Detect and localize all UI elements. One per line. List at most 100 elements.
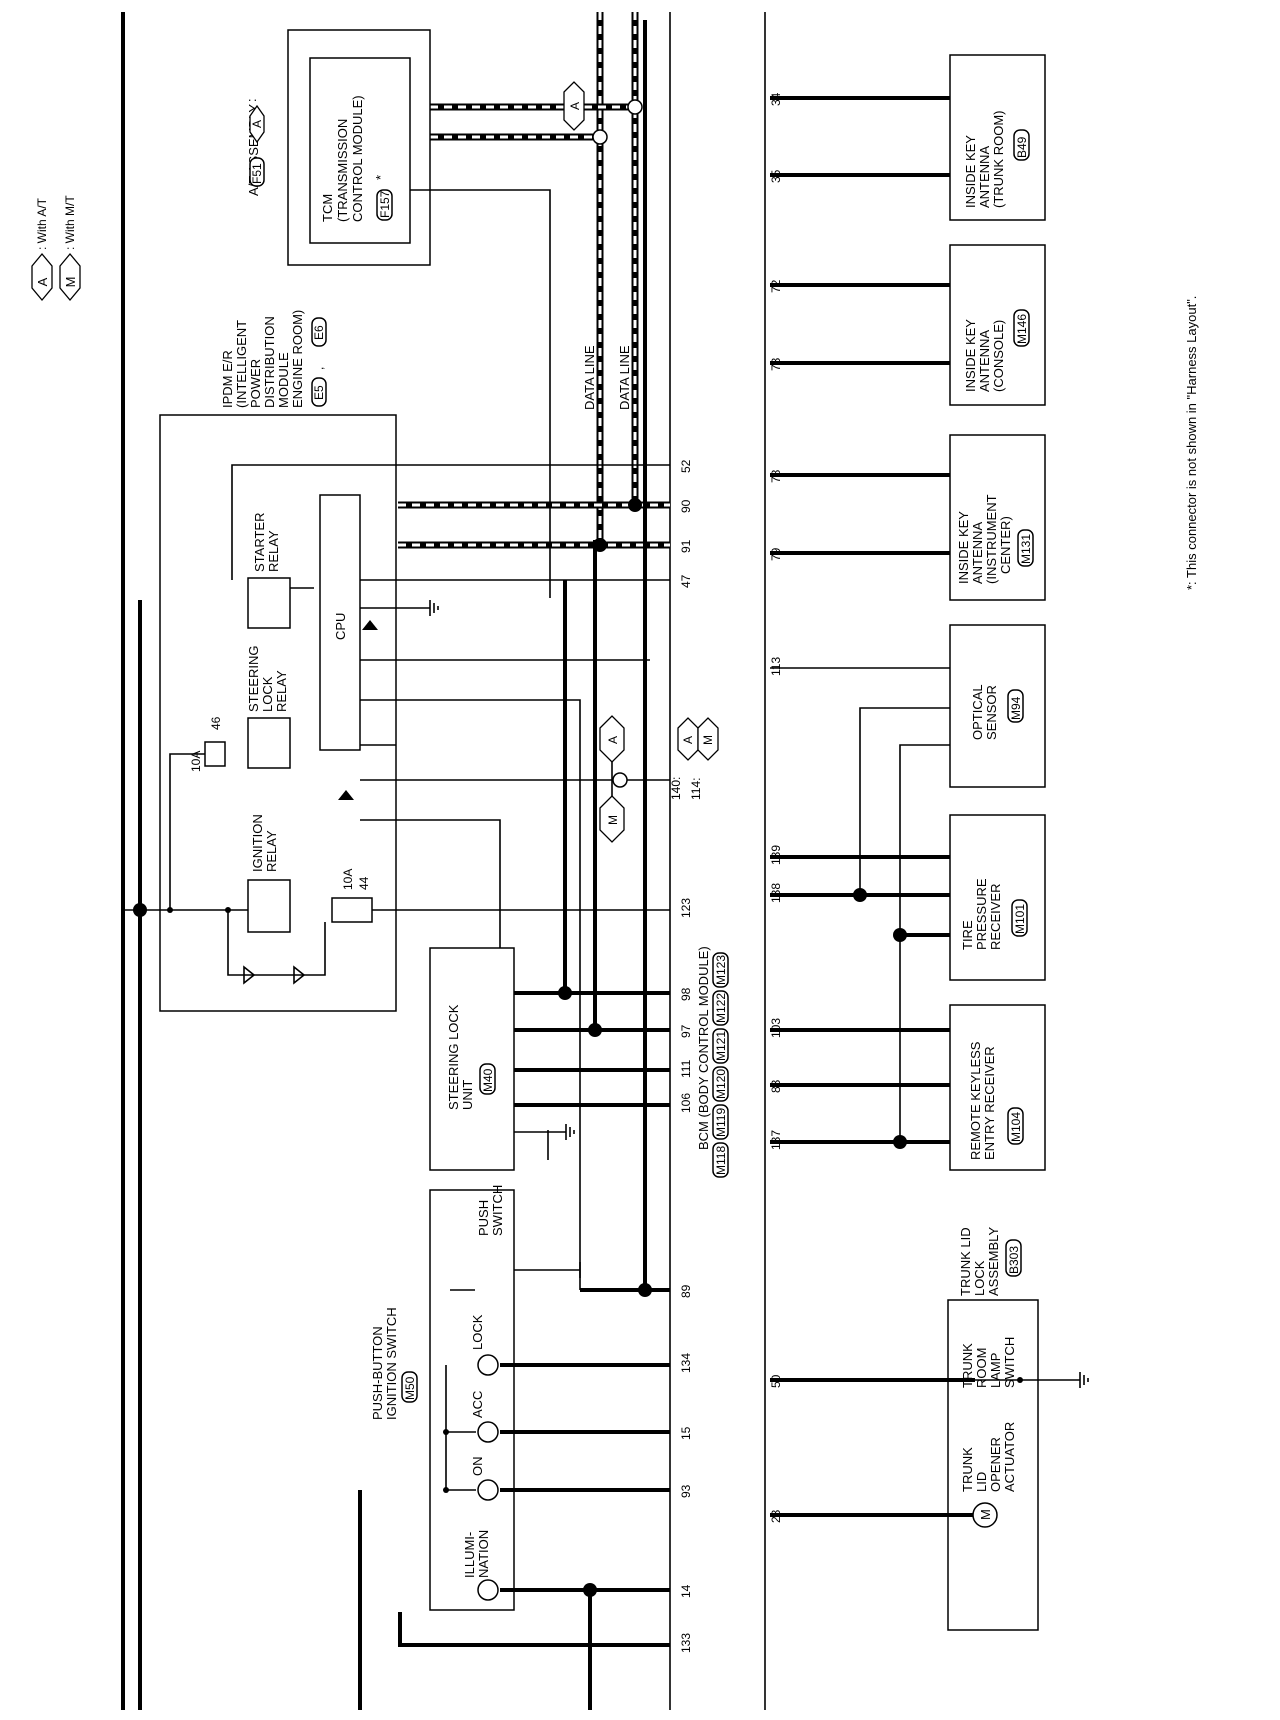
svg-text:46: 46 [209,716,223,730]
bcm-pin-top: 97 [679,1024,693,1038]
legend-at-code: A [35,277,50,286]
svg-text:ANTENNA: ANTENNA [977,146,992,208]
bcm-pin-top: 14 [679,1584,693,1598]
svg-text:TIRE: TIRE [960,920,975,950]
tcm-line-3: CONTROL MODULE) [350,95,365,222]
optical-sensor: OPTICAL SENSOR M94 [770,624,1046,1142]
inside-key-antenna-trunk: INSIDE KEY ANTENNA (TRUNK ROOM) B49 [770,54,1046,221]
bcm-connector: M120 [714,1069,728,1099]
bcm-connector: M121 [714,1031,728,1061]
svg-text:SWITCH: SWITCH [490,1185,505,1236]
remote-keyless-entry-receiver: REMOTE KEYLESS ENTRY RECEIVER M104 [770,1004,1046,1171]
bcm-pin-top: 90 [679,499,693,513]
svg-text:M: M [978,1509,993,1520]
bcm-pin-top: 134 [679,1353,693,1373]
tcm-at-tag [563,81,585,131]
svg-text:ACC: ACC [470,1391,485,1418]
bcm-at-pin: 140: [669,777,683,800]
svg-text:A: A [568,102,582,110]
ipdm-conn-e5: E5 [312,385,326,400]
illumination-indicator [477,1579,499,1601]
trunk-lid-lock-assembly: TRUNK LID LOCK ASSEMBLY B303 TRUNK ROOM … [770,1227,1089,1631]
bcm-pin-top: 133 [679,1633,693,1653]
bcm-pin-top: 123 [679,898,693,918]
svg-text:TRUNK: TRUNK [960,1447,975,1492]
lock-indicator [477,1354,499,1376]
ipdm-line-4: DISTRIBUTION [262,316,277,408]
bcm-pin-top: 111 [679,1059,693,1078]
ipdm-conn-e6: E6 [312,325,326,340]
inside-key-antenna-instrument: INSIDE KEY ANTENNA (INSTRUMENT CENTER) M… [770,434,1046,601]
svg-text:M: M [701,735,715,745]
svg-text:B49: B49 [1015,136,1029,158]
svg-text:PUSH: PUSH [476,1200,491,1236]
ipdm-line-6: ENGINE ROOM) [290,310,305,408]
bcm-connector: M123 [714,955,728,985]
svg-text:A: A [250,120,264,128]
legend-mt-code: M [63,277,78,288]
tire-pressure-receiver: TIRE PRESSURE RECEIVER M101 [770,814,1046,981]
svg-text:(CONSOLE): (CONSOLE) [991,320,1006,392]
bcm-pin-bottom: 137 [769,1130,783,1150]
bcm-label: BCM (BODY CONTROL MODULE) [696,946,711,1150]
bcm-pin-bottom: 139 [769,845,783,865]
svg-text:RELAY: RELAY [274,670,289,712]
svg-text::: : [244,98,259,102]
steering-lock-conn: M40 [481,1068,495,1092]
svg-text:M94: M94 [1009,696,1023,720]
svg-text:M146: M146 [1015,314,1029,344]
svg-text:(INSTRUMENT: (INSTRUMENT [984,494,999,584]
svg-text:ENTRY RECEIVER: ENTRY RECEIVER [982,1046,997,1160]
acc-indicator [477,1421,499,1443]
bcm-connector: M122 [714,993,728,1023]
bcm-pin-top: 93 [679,1484,693,1498]
svg-text:STARTER: STARTER [252,513,267,572]
bcm-pin-bottom: 103 [769,1018,783,1038]
svg-text:RELAY: RELAY [266,530,281,572]
svg-text:CPU: CPU [333,613,348,640]
svg-text:B303: B303 [1007,1246,1021,1274]
legend-at-text: : With A/T [35,197,49,250]
svg-text:TRUNK: TRUNK [960,1343,975,1388]
bcm-connector: M118 [714,1146,728,1175]
svg-text:A: A [681,736,695,744]
at-conn-f51: F51 [250,163,264,184]
bcm-pin-top: 52 [679,459,693,473]
svg-text:OPTICAL: OPTICAL [970,684,985,740]
ipdm-line-3: POWER [248,359,263,408]
ignition-relay [247,879,291,933]
svg-text:RECEIVER: RECEIVER [988,884,1003,950]
ipdm-cpu [319,494,361,751]
svg-text:UNIT: UNIT [460,1080,475,1110]
legend: A : With A/T M : With M/T [31,195,81,302]
svg-text:STEERING: STEERING [246,646,261,712]
bcm-connector-outline [712,1066,729,1102]
bcm-pin-top: 15 [679,1426,693,1440]
svg-text:RELAY: RELAY [264,830,279,872]
svg-text:LOCK: LOCK [972,1260,987,1296]
steering-lock-relay [247,717,291,769]
ipdm-er: IPDM E/R (INTELLIGENT POWER DISTRIBUTION… [123,310,670,1290]
svg-text:OPENER: OPENER [988,1437,1003,1492]
svg-text:ILLUMI-: ILLUMI- [462,1532,477,1578]
svg-text:A: A [606,736,620,744]
fuse-46 [204,741,226,767]
svg-text:44: 44 [357,876,371,890]
bcm-connector-outline [712,952,729,988]
svg-text:,: , [312,367,326,370]
fuse-44 [331,897,373,923]
at-tag-140 [599,715,625,763]
bcm-pin-bottom: 138 [769,883,783,903]
data-line-label-2: DATA LINE [617,345,632,410]
svg-text:(TRUNK ROOM): (TRUNK ROOM) [991,111,1006,209]
push-button-ignition-switch: PUSH-BUTTON IGNITION SWITCH M50 PUSH SWI… [358,20,670,1710]
svg-text:IGNITION: IGNITION [250,814,265,872]
ipdm-line-2: (INTELLIGENT [234,320,249,408]
svg-text:LID: LID [974,1472,989,1492]
legend-mt-text: : With M/T [63,195,77,250]
svg-text:SWITCH: SWITCH [1002,1337,1017,1388]
svg-text:ROOM: ROOM [974,1348,989,1388]
bcm-connector: M119 [714,1108,728,1137]
